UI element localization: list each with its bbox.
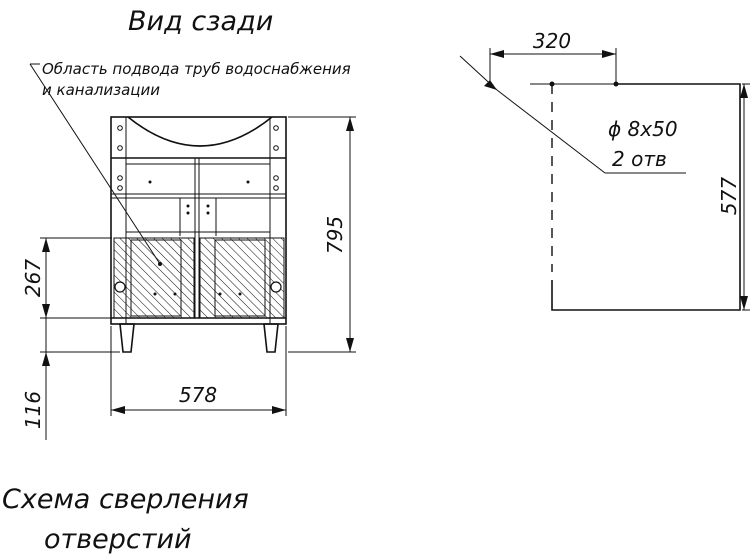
- dim-width-value: 578: [179, 383, 217, 407]
- dim-pipe-zone-value: 267: [21, 259, 45, 297]
- dim-leg-height: 116: [21, 318, 120, 440]
- note-pipes-line2: и канализации: [42, 81, 160, 99]
- drilling-scheme: 320 577 ϕ 8х50 2 отв: [459, 29, 750, 311]
- hole-marker: [549, 81, 555, 87]
- pipe-zone-left: [113, 237, 195, 319]
- dim-overall-height-value: 795: [323, 216, 347, 254]
- cabinet-back-view: [110, 116, 287, 353]
- dim-overall-height: 795: [288, 116, 356, 353]
- title-back-view: Вид сзади: [128, 6, 273, 37]
- dim-hole-offset-value: 320: [533, 29, 571, 53]
- pipe-zone-right: [199, 237, 285, 319]
- note-pipes-line1: Область подвода труб водоснабжения: [42, 60, 351, 78]
- dim-pipe-zone-height: 267: [21, 237, 112, 319]
- dim-width: 578: [110, 326, 287, 416]
- hole-spec: ϕ 8х50: [608, 117, 678, 141]
- title-drilling-line2: отверстий: [44, 524, 192, 555]
- hole-count: 2 отв: [612, 147, 667, 171]
- title-drilling-line1: Схема сверления: [2, 484, 249, 515]
- dim-hole-height-value: 577: [717, 177, 741, 215]
- dim-leg-value: 116: [21, 391, 45, 429]
